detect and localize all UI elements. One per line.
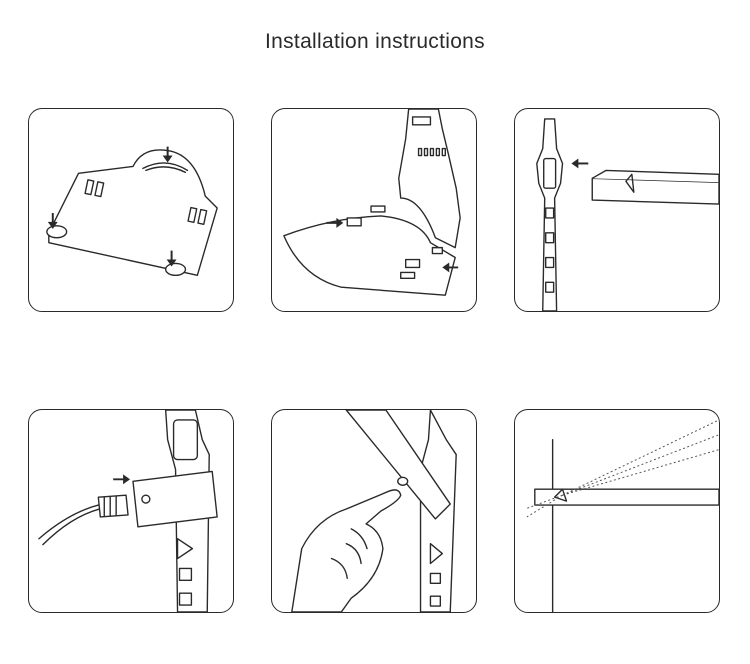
tower-socket: [543, 157, 557, 189]
tower-silhouette: [398, 109, 461, 249]
slot-left-2: [94, 181, 105, 198]
step-3-panel: [514, 108, 720, 312]
tower-window: [545, 281, 555, 293]
tower-window: [178, 592, 193, 606]
tower-window: [178, 567, 193, 582]
plate-slot: [142, 162, 189, 172]
light-bar-top: [591, 169, 719, 183]
light-bar: [591, 177, 719, 205]
arrow-left-icon: [442, 262, 459, 273]
clip-4: [400, 271, 416, 280]
clip-2: [370, 205, 386, 213]
tower-window: [429, 572, 442, 584]
slot-right-1: [187, 206, 198, 224]
hand: [291, 489, 402, 612]
step-5-panel: [271, 409, 477, 613]
power-plug-illustration: [38, 410, 218, 612]
step-4-panel: [28, 409, 234, 613]
arrow-down-icon: [47, 212, 58, 229]
arrow-right-icon: [326, 217, 344, 228]
light-bar-end: [132, 470, 218, 528]
tower-window: [545, 207, 555, 219]
light-projection-illustration: [524, 419, 719, 612]
tower-window: [411, 116, 432, 126]
arrow-left-icon: [571, 158, 589, 169]
base-plate: [283, 215, 456, 296]
plug-head: [97, 494, 129, 518]
step-1-panel: [28, 108, 234, 312]
tower-window: [545, 232, 555, 244]
arrow-right-icon: [113, 474, 131, 485]
clip-3: [404, 258, 421, 269]
clip-5: [431, 246, 444, 255]
press-button-illustration: [291, 410, 457, 612]
tower-triangle: [176, 538, 194, 560]
lightbar-attach-illustration: [536, 118, 719, 311]
base-plate-illustration: [46, 146, 218, 277]
tower-triangle: [429, 542, 444, 565]
page-title: Installation instructions: [265, 30, 485, 53]
power-cable: [38, 504, 100, 540]
light-bar: [534, 488, 719, 506]
step-2-panel: [271, 108, 477, 312]
tower-base-illustration: [283, 109, 461, 296]
arrow-down-icon: [166, 250, 177, 267]
tower-socket: [172, 419, 199, 461]
arrow-down-icon: [162, 146, 173, 163]
foot-pad-2: [164, 262, 187, 277]
touch-button: [397, 476, 409, 486]
slot-left-1: [84, 179, 95, 196]
step-6-panel: [514, 409, 720, 613]
clip-1: [346, 217, 362, 227]
socket-hole: [141, 494, 151, 504]
foot-pad-1: [46, 225, 68, 239]
tower-window: [429, 595, 442, 607]
tower-window: [545, 256, 555, 269]
slot-right-2: [197, 208, 208, 226]
